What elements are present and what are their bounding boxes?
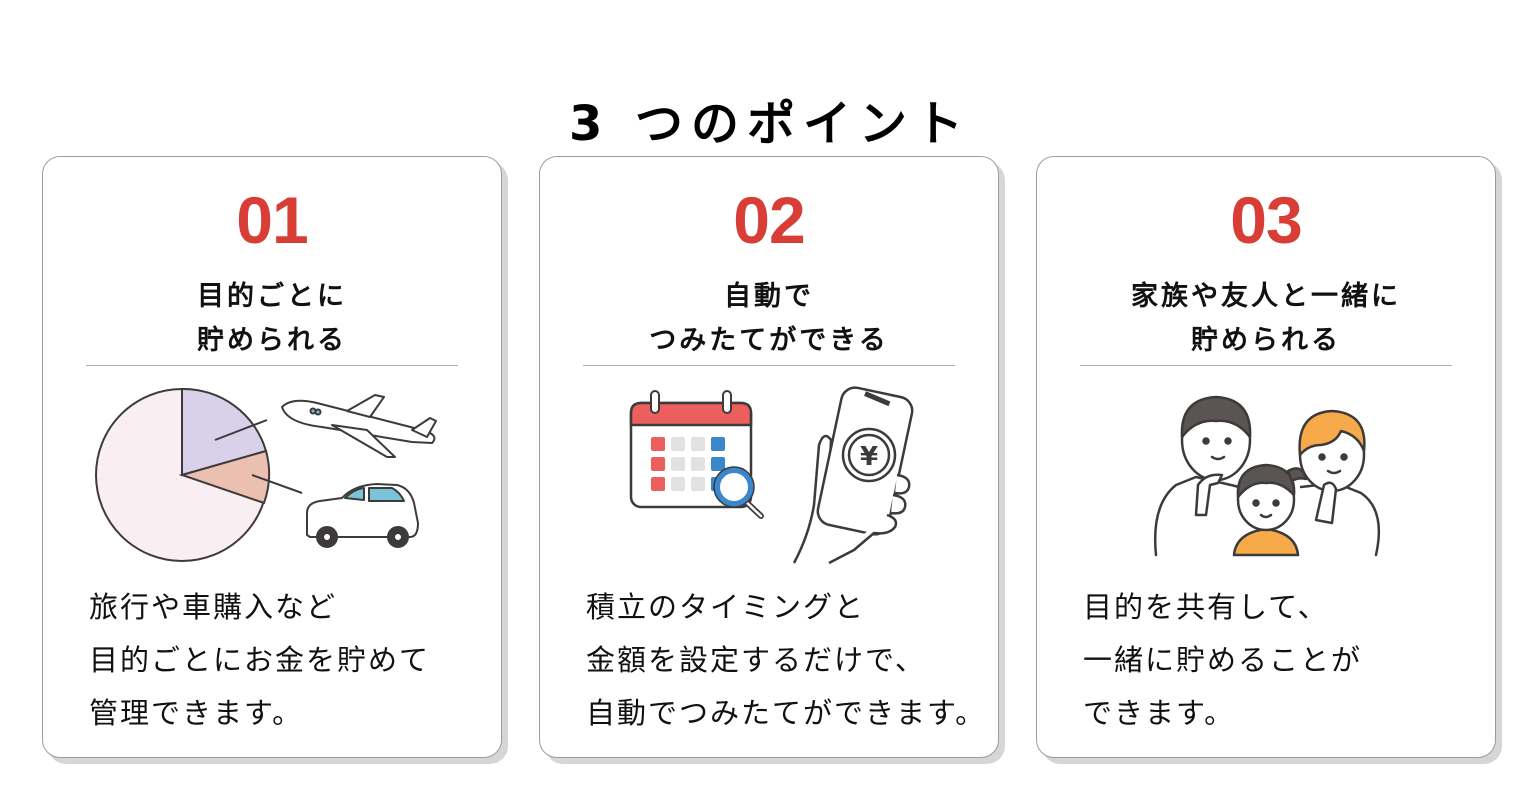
point-heading-line: 自動で <box>724 281 814 312</box>
description-line: 自動でつみたてができます。 <box>586 696 987 730</box>
smartphone-yen-icon: ¥ <box>792 386 914 565</box>
point-heading: 目的ごとに 貯められる <box>43 275 501 363</box>
point-description: 積立のタイミングと 金額を設定するだけで、 自動でつみたてができます。 <box>586 581 987 740</box>
description-line: 金額を設定するだけで、 <box>586 643 926 677</box>
divider <box>583 365 955 366</box>
description-line: 旅行や車購入など <box>89 590 338 624</box>
divider <box>1080 365 1452 366</box>
point-heading: 自動で つみたてができる <box>540 275 998 363</box>
description-line: 目的ごとにお金を貯めて <box>89 643 431 677</box>
point-card-3: 03 家族や友人と一緒に 貯められる <box>1036 156 1496 758</box>
description-line: 目的を共有して、 <box>1083 590 1329 624</box>
point-heading: 家族や友人と一緒に 貯められる <box>1037 275 1495 363</box>
calendar-smartphone-yen-icon: ¥ <box>540 385 998 565</box>
point-heading-line: 貯められる <box>197 325 347 356</box>
point-heading-line: つみたてができる <box>649 325 889 356</box>
point-number: 02 <box>733 183 805 257</box>
svg-text:¥: ¥ <box>860 442 878 472</box>
point-description: 目的を共有して、 一緒に貯めることが できます。 <box>1083 581 1475 740</box>
description-line: 積立のタイミングと <box>586 590 866 624</box>
point-heading-line: 目的ごとに <box>197 281 347 312</box>
description-line: 管理できます。 <box>89 696 304 730</box>
point-card-1: 01 目的ごとに 貯められる <box>42 156 502 758</box>
point-heading-line: 家族や友人と一緒に <box>1131 281 1401 312</box>
calendar-icon <box>629 390 764 519</box>
point-number: 03 <box>1230 183 1302 257</box>
point-description: 旅行や車購入など 目的ごとにお金を貯めて 管理できます。 <box>89 581 481 740</box>
point-card-2: 02 自動で つみたてができる <box>539 156 999 758</box>
family-group-icon <box>1037 385 1495 565</box>
description-line: 一緒に貯めることが <box>1083 643 1363 677</box>
description-line: できます。 <box>1083 696 1236 730</box>
pie-chart-airplane-car-icon <box>43 385 501 565</box>
point-number: 01 <box>236 183 308 257</box>
point-heading-line: 貯められる <box>1191 325 1341 356</box>
page-title: 3 つのポイント <box>568 96 972 153</box>
divider <box>86 365 458 366</box>
